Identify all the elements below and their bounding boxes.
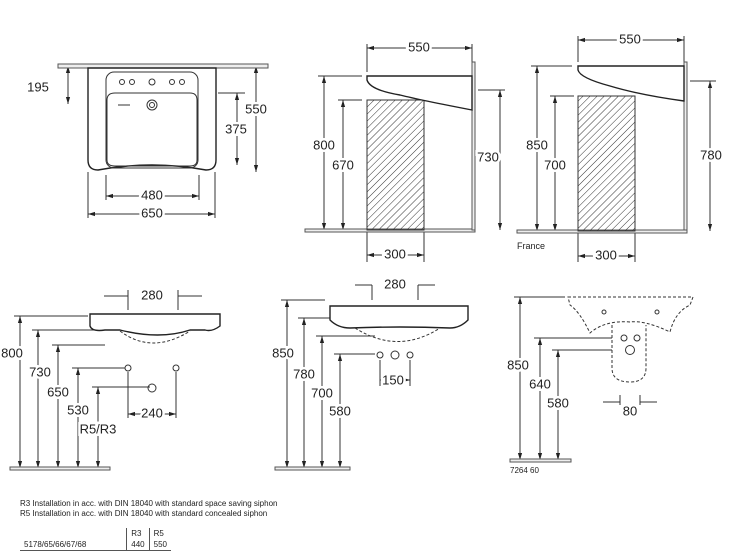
dim-670: 670 [332, 157, 354, 172]
front-view-3: 850 640 580 80 7264 60 [505, 296, 694, 475]
front-view-1: 280 800 730 650 530 R5/R3 240 [0, 287, 221, 471]
dim-300: 300 [384, 246, 406, 261]
dim-850: 850 [272, 345, 294, 360]
dim-375: 375 [225, 121, 247, 136]
table-header: R5 [153, 529, 164, 538]
dim-650: 650 [141, 205, 163, 220]
dim-150: 150 [382, 372, 404, 387]
dim-r5-r3: R5/R3 [80, 421, 117, 436]
product-code: 7264 60 [510, 466, 539, 475]
dimension-lines [14, 36, 716, 468]
dim-850: 850 [526, 137, 548, 152]
dim-280: 280 [384, 276, 406, 291]
plan-view: 195 375 550 480 650 [27, 63, 269, 223]
drain-icon [146, 99, 158, 111]
dim-580: 580 [329, 403, 351, 418]
dim-640: 640 [529, 376, 551, 391]
dim-530: 530 [67, 402, 89, 417]
knee-clearance [366, 99, 425, 231]
dim-195: 195 [27, 79, 49, 94]
dim-550: 550 [619, 31, 641, 46]
table-cell: 5178/65/66/67/68 [20, 539, 128, 551]
france-label: France [517, 241, 545, 251]
side-view-1: 550 800 670 730 300 [304, 37, 501, 264]
table-cell: 550 [149, 539, 171, 551]
installation-notes: R3 Installation in acc. with DIN 18040 w… [20, 499, 277, 519]
table-header: R3 [126, 528, 150, 539]
dim-650: 650 [47, 384, 69, 399]
dim-850: 850 [507, 357, 529, 372]
dim-800: 800 [1, 345, 23, 360]
basin-rim [105, 71, 199, 169]
dim-780: 780 [700, 147, 722, 162]
front-view-2: 280 850 780 700 580 150 [270, 276, 469, 471]
tap-holes [119, 78, 185, 86]
basin-bowl [106, 92, 198, 167]
dim-700: 700 [311, 385, 333, 400]
dimensions-table: R3 R5 5178/65/66/67/68 440 550 [20, 528, 171, 551]
side-view-2: 550 850 700 780 300 France [516, 29, 724, 265]
table-cell: 440 [126, 539, 150, 551]
note-r3: R3 Installation in acc. with DIN 18040 w… [20, 499, 278, 508]
dim-780: 780 [293, 366, 315, 381]
dim-730: 730 [29, 364, 51, 379]
dim-800: 800 [313, 137, 335, 152]
dim-480: 480 [141, 187, 163, 202]
note-r5: R5 Installation in acc. with DIN 18040 w… [20, 509, 268, 518]
dim-550: 550 [245, 101, 267, 116]
dim-80: 80 [623, 403, 637, 418]
dim-700: 700 [544, 157, 566, 172]
table-header [20, 528, 128, 539]
table-row: 5178/65/66/67/68 440 550 [20, 539, 171, 551]
dim-580: 580 [547, 395, 569, 410]
dim-730: 730 [477, 149, 499, 164]
dim-550: 550 [408, 39, 430, 54]
dim-300: 300 [595, 247, 617, 262]
dim-240: 240 [141, 405, 163, 420]
knee-clearance [577, 95, 636, 232]
dim-280: 280 [141, 287, 163, 302]
